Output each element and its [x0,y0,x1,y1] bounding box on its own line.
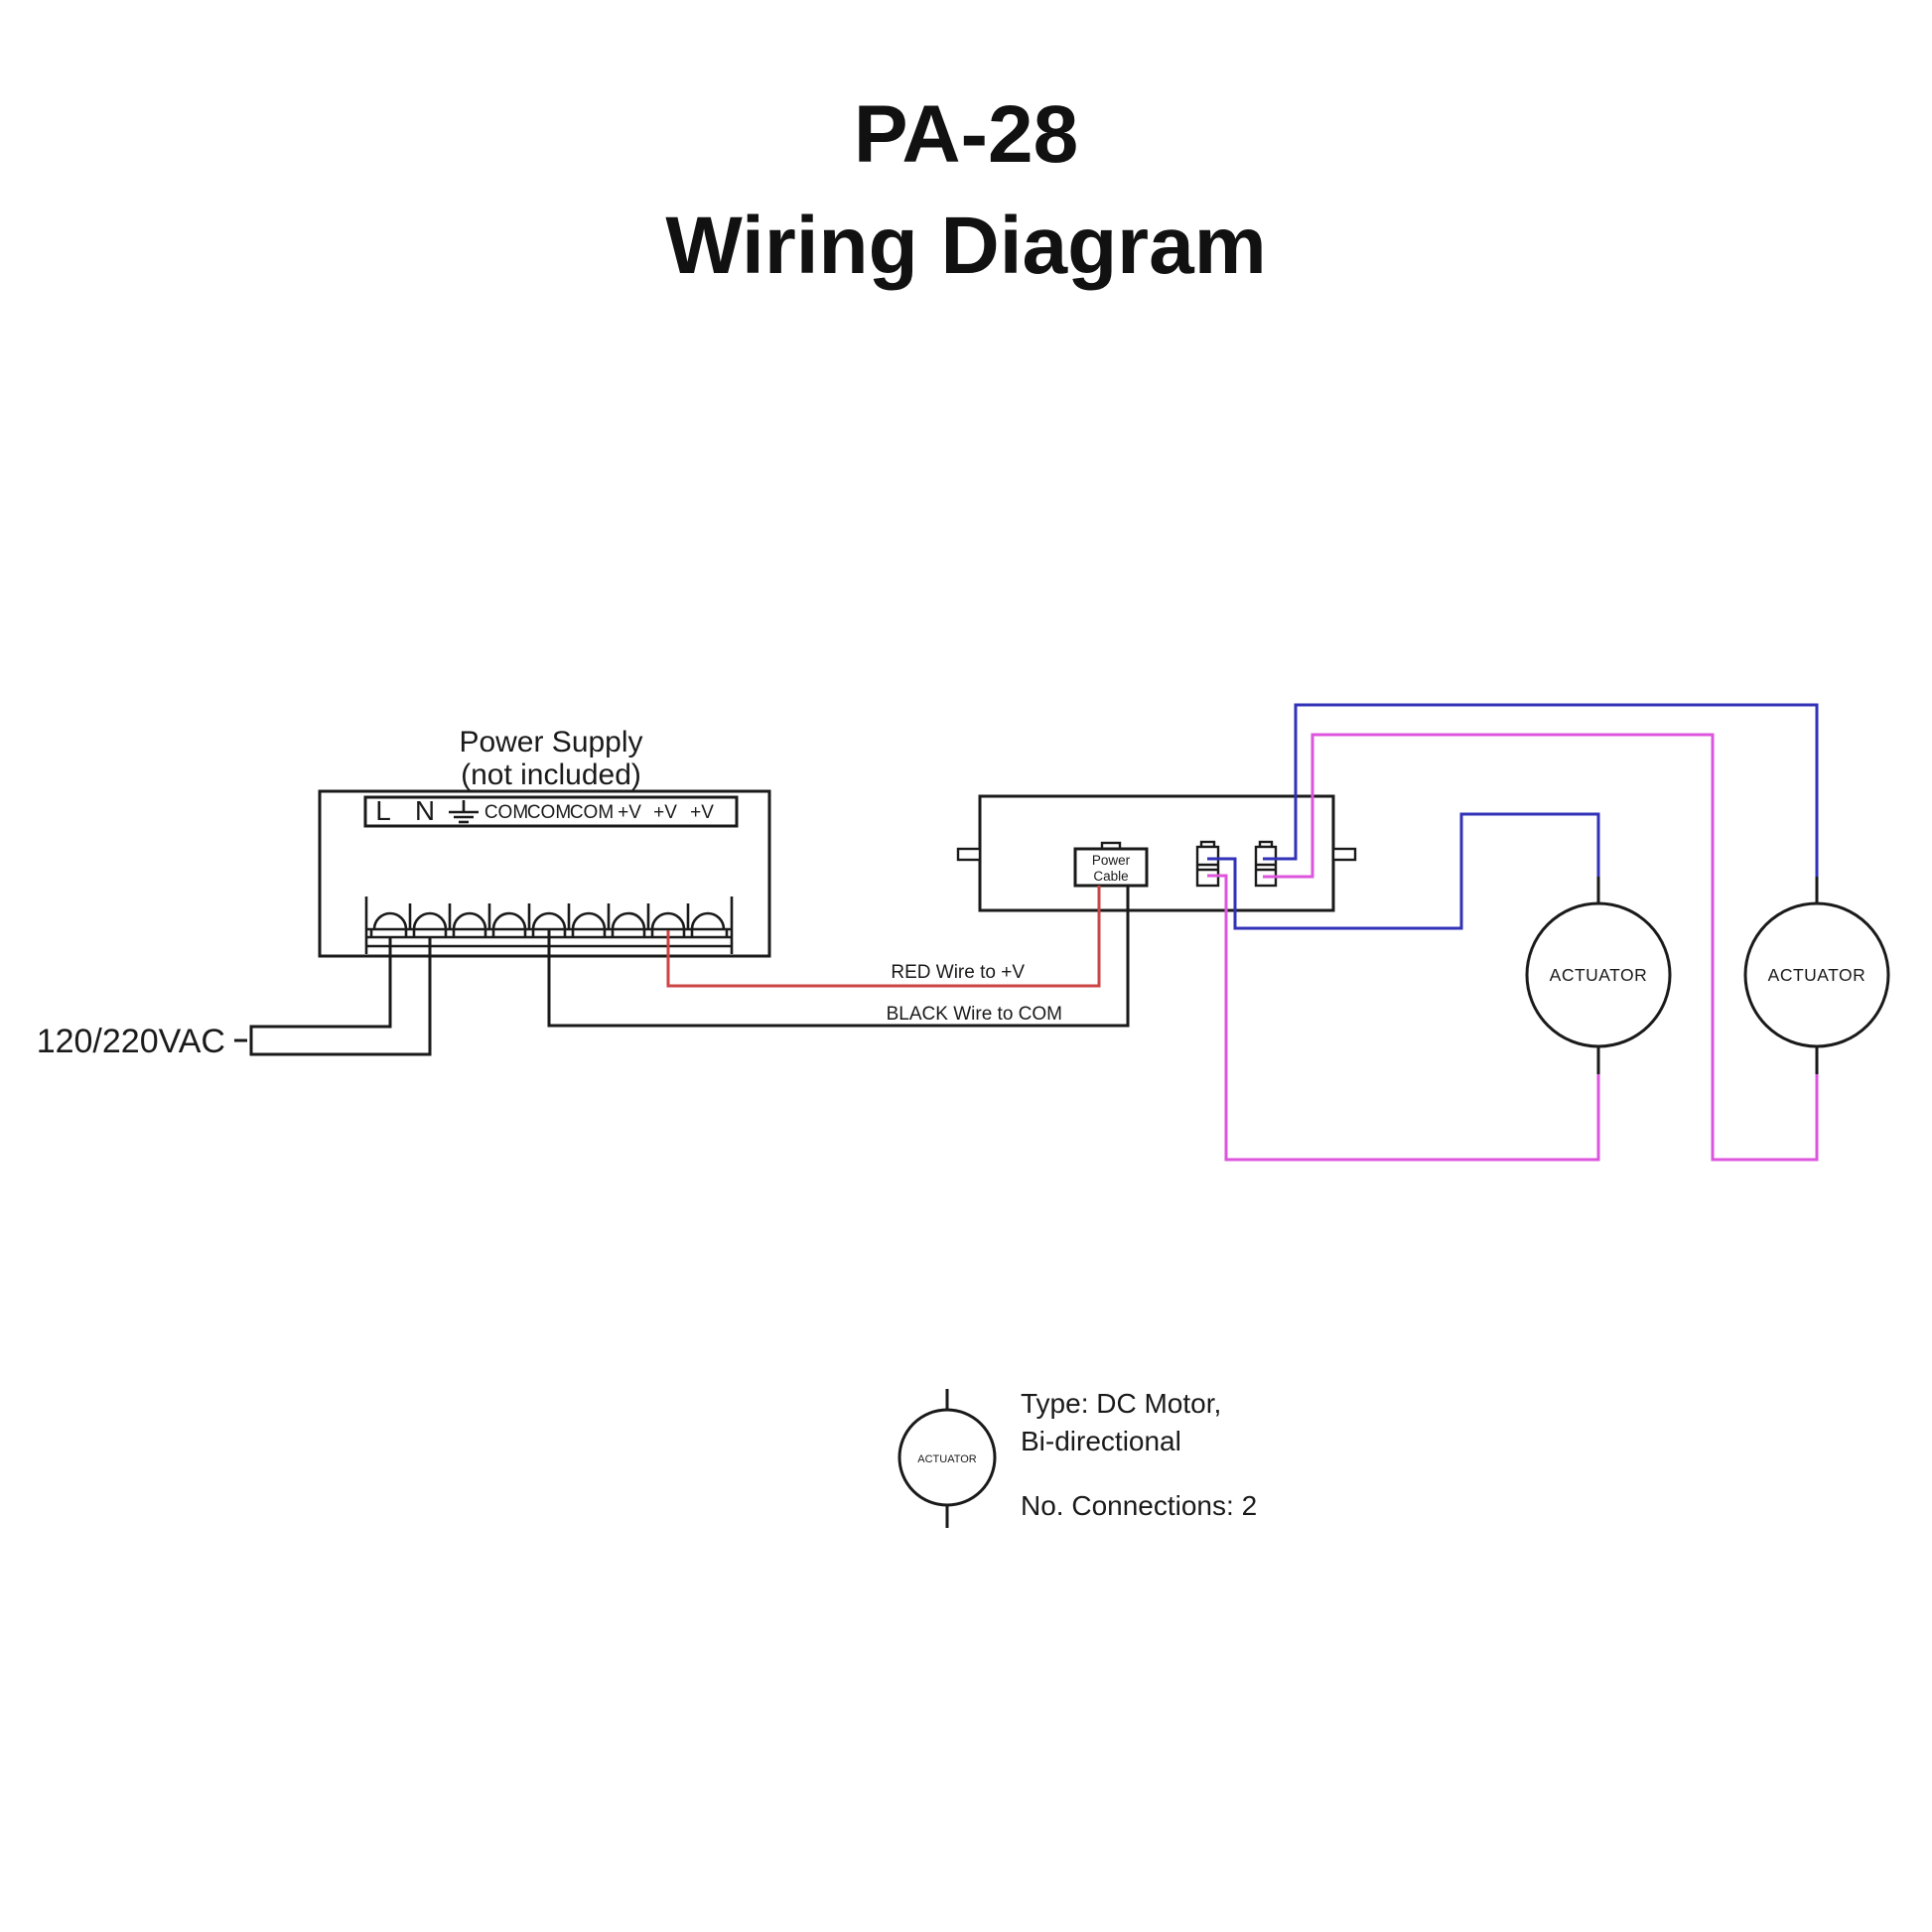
power-supply: Power Supply (not included) L N COM COM … [318,726,771,958]
legend-actuator-label: ACTUATOR [917,1453,977,1465]
terminal-label-N: N [415,795,435,826]
mains-voltage-label: 120/220VAC [37,1023,225,1060]
output-connector-1 [1195,840,1220,888]
controller-right-tab [1331,847,1357,862]
diagram-title: PA-28 Wiring Diagram [665,89,1266,291]
wire-red-to-plus-v [666,886,1101,988]
legend-connections: No. Connections: 2 [1021,1490,1257,1521]
title-line-1: PA-28 [854,89,1078,180]
power-supply-caption-line-1: Power Supply [459,726,642,759]
earth-ground-icon [449,800,479,824]
mains-input: 120/220VAC [37,937,432,1060]
terminal-label-COM-2: COM [527,802,571,823]
power-cable-label-line-1: Power [1092,853,1131,868]
power-cable-box [1073,847,1149,888]
power-supply-caption-line-2: (not included) [461,759,641,791]
actuator-1-label: ACTUATOR [1550,965,1648,985]
terminal-label-V-1: +V [618,802,641,823]
controller-left-tab [956,847,982,862]
actuator-1-circuit: ACTUATOR [1207,812,1672,1162]
wire-black-to-com [547,886,1130,1028]
actuator-2-circuit: ACTUATOR [1263,703,1890,1162]
actuator-2-label: ACTUATOR [1768,965,1866,985]
legend-type-line-1: Type: DC Motor, [1021,1388,1221,1419]
wire-magenta-actuator-2 [1263,733,1819,1162]
terminal-label-V-2: +V [653,802,677,823]
terminal-label-COM-3: COM [570,802,614,823]
title-line-2: Wiring Diagram [665,201,1266,291]
wire-magenta-actuator-1 [1207,874,1600,1162]
black-wire-note: BLACK Wire to COM [887,1004,1062,1025]
wire-blue-actuator-1 [1207,812,1600,930]
terminal-label-strip [363,795,739,828]
red-wire-note: RED Wire to +V [891,962,1025,983]
actuator-1-symbol [1525,901,1672,1048]
terminal-label-COM-1: COM [484,802,528,823]
wire-blue-actuator-2 [1263,703,1819,877]
controller-enclosure [978,794,1335,912]
wire-line-L [261,937,392,1029]
power-cable-label-line-2: Cable [1093,869,1128,884]
power-supply-enclosure [318,789,771,958]
legend-type-line-2: Bi-directional [1021,1426,1181,1456]
actuator-2-symbol [1743,901,1890,1048]
output-connector-2 [1254,840,1278,888]
legend: ACTUATOR Type: DC Motor, Bi-directional … [897,1388,1257,1528]
terminal-label-L: L [375,795,391,826]
terminal-label-V-3: +V [690,802,714,823]
wire-line-N [261,937,432,1056]
mains-bracket [249,1025,261,1056]
legend-actuator-symbol [897,1408,997,1507]
